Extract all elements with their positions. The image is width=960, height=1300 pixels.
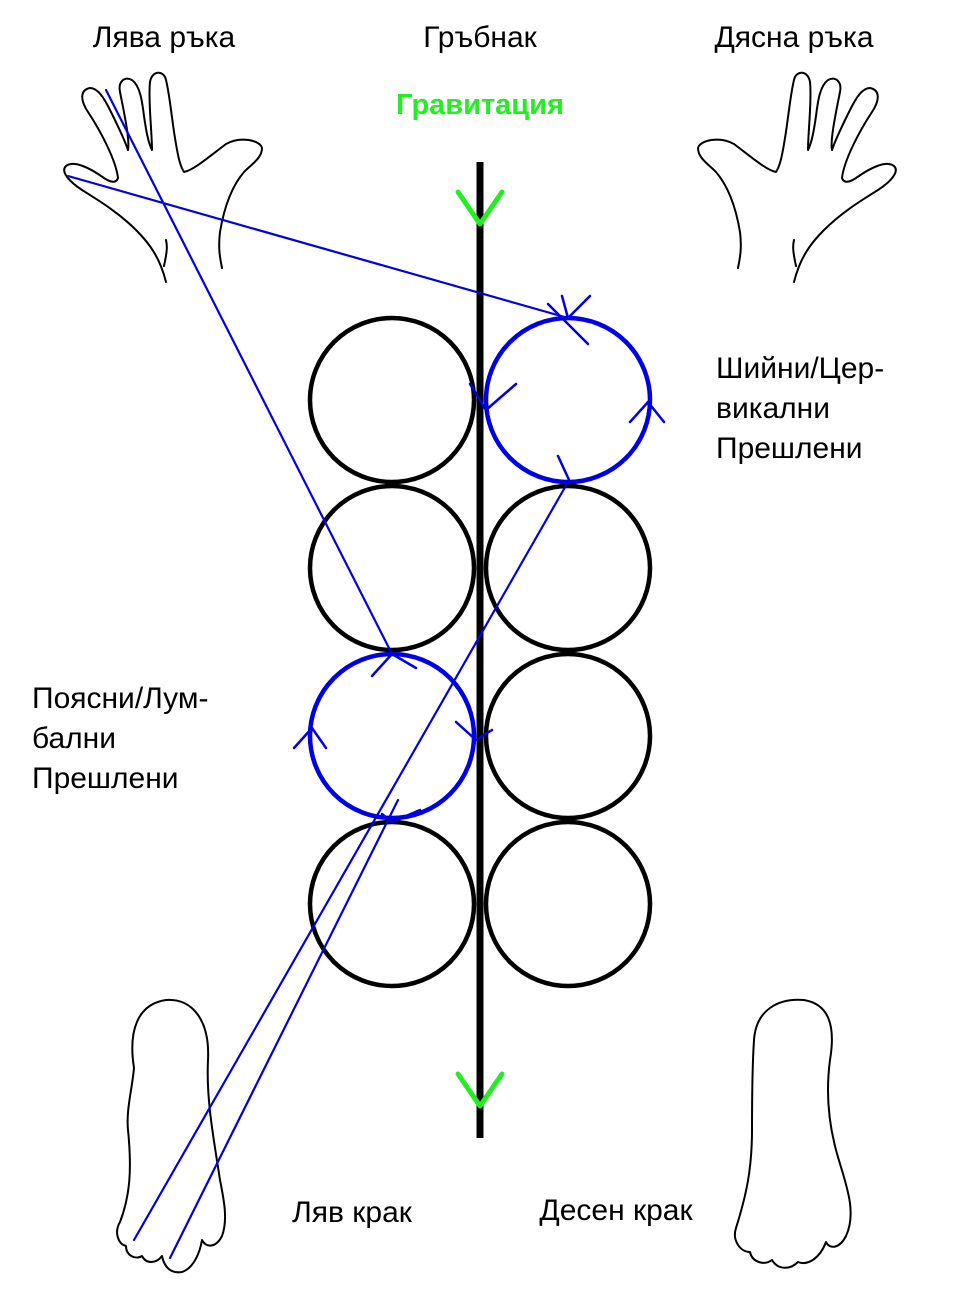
cervical-label-line-2: викални — [716, 392, 830, 425]
right-hand-icon — [697, 71, 897, 283]
lumbar-label-line-2: бални — [32, 722, 116, 755]
vertebra-left-2 — [307, 483, 477, 653]
vertebra-right-3 — [483, 651, 653, 821]
hand-to-cervical-line — [66, 174, 570, 320]
foot-to-cervical-line — [132, 480, 570, 1242]
vertebra-right-1 — [483, 315, 653, 485]
vertebra-left-3 — [307, 651, 477, 821]
hand-to-lumbar-line — [104, 88, 394, 656]
spine-label: Гръбнак — [423, 21, 537, 54]
lumbar-label-line-1: Поясни/Лум- — [32, 682, 208, 715]
right-foot-icon — [734, 998, 852, 1269]
lumbar-label-line-3: Прешлени — [32, 762, 179, 795]
connection-lines — [66, 88, 570, 1260]
gravity-arrow-bottom — [455, 1071, 505, 1109]
cervical-label-line-3: Прешлени — [716, 432, 863, 465]
vertebra-left-4 — [307, 819, 477, 989]
vertebra-left-1 — [307, 315, 477, 485]
foot-to-lumbar-line — [168, 798, 400, 1260]
left-hand-label: Лява ръка — [93, 21, 236, 54]
rotation-arrow-ticks — [292, 294, 666, 824]
left-foot-icon — [116, 998, 227, 1274]
right-hand-label: Дясна ръка — [714, 21, 873, 54]
left-foot-label: Ляв крак — [292, 1196, 413, 1229]
cervical-label-line-1: Шийни/Цер- — [716, 352, 884, 385]
right-foot-label: Десен крак — [539, 1194, 693, 1227]
gravity-label: Гравитация — [396, 89, 564, 121]
left-hand-icon — [63, 71, 263, 283]
vertebra-right-2 — [483, 483, 653, 653]
vertebra-right-4 — [483, 819, 653, 989]
gravity-arrow-top — [455, 189, 505, 227]
